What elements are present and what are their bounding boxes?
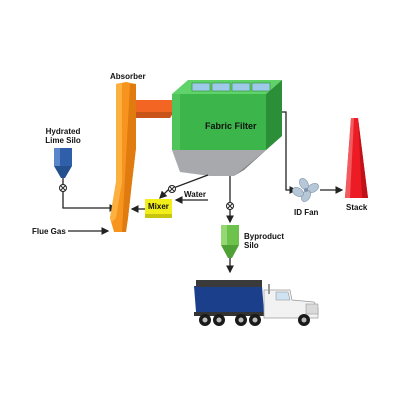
absorber-label: Absorber [110, 72, 146, 81]
absorber-duct [136, 100, 174, 118]
hydrated-lime-silo-label-line1: Hydrated [45, 127, 81, 136]
hydrated-lime-silo-label: Hydrated Lime Silo [40, 127, 86, 145]
water-label: Water [184, 190, 206, 199]
absorber [110, 82, 136, 232]
stack-label: Stack [346, 203, 368, 212]
mixer-label: Mixer [148, 202, 169, 211]
recycle-line [159, 174, 209, 199]
fabric-filter-label: Fabric Filter [205, 121, 257, 131]
flue-gas-label: Flue Gas [32, 227, 66, 236]
byproduct-silo-label-line2: Silo [244, 241, 259, 250]
filter-outlet-line [282, 111, 298, 194]
hydrated-lime-silo-label-line2: Lime Silo [45, 136, 81, 145]
mixer [145, 199, 172, 218]
fabric-filter [172, 80, 282, 176]
hydrated-lime-silo [54, 148, 72, 178]
dump-truck-icon [194, 280, 319, 326]
stack [345, 118, 368, 198]
id-fan-label: ID Fan [294, 208, 319, 217]
valve-icon [168, 185, 176, 193]
byproduct-silo-label: Byproduct Silo [244, 232, 284, 250]
byproduct-silo-label-line1: Byproduct [244, 232, 284, 241]
id-fan-icon [292, 178, 319, 202]
lime-feed-line [62, 178, 118, 212]
valve-icon [59, 184, 67, 192]
byproduct-silo [221, 225, 239, 274]
valve-icon [226, 202, 234, 210]
